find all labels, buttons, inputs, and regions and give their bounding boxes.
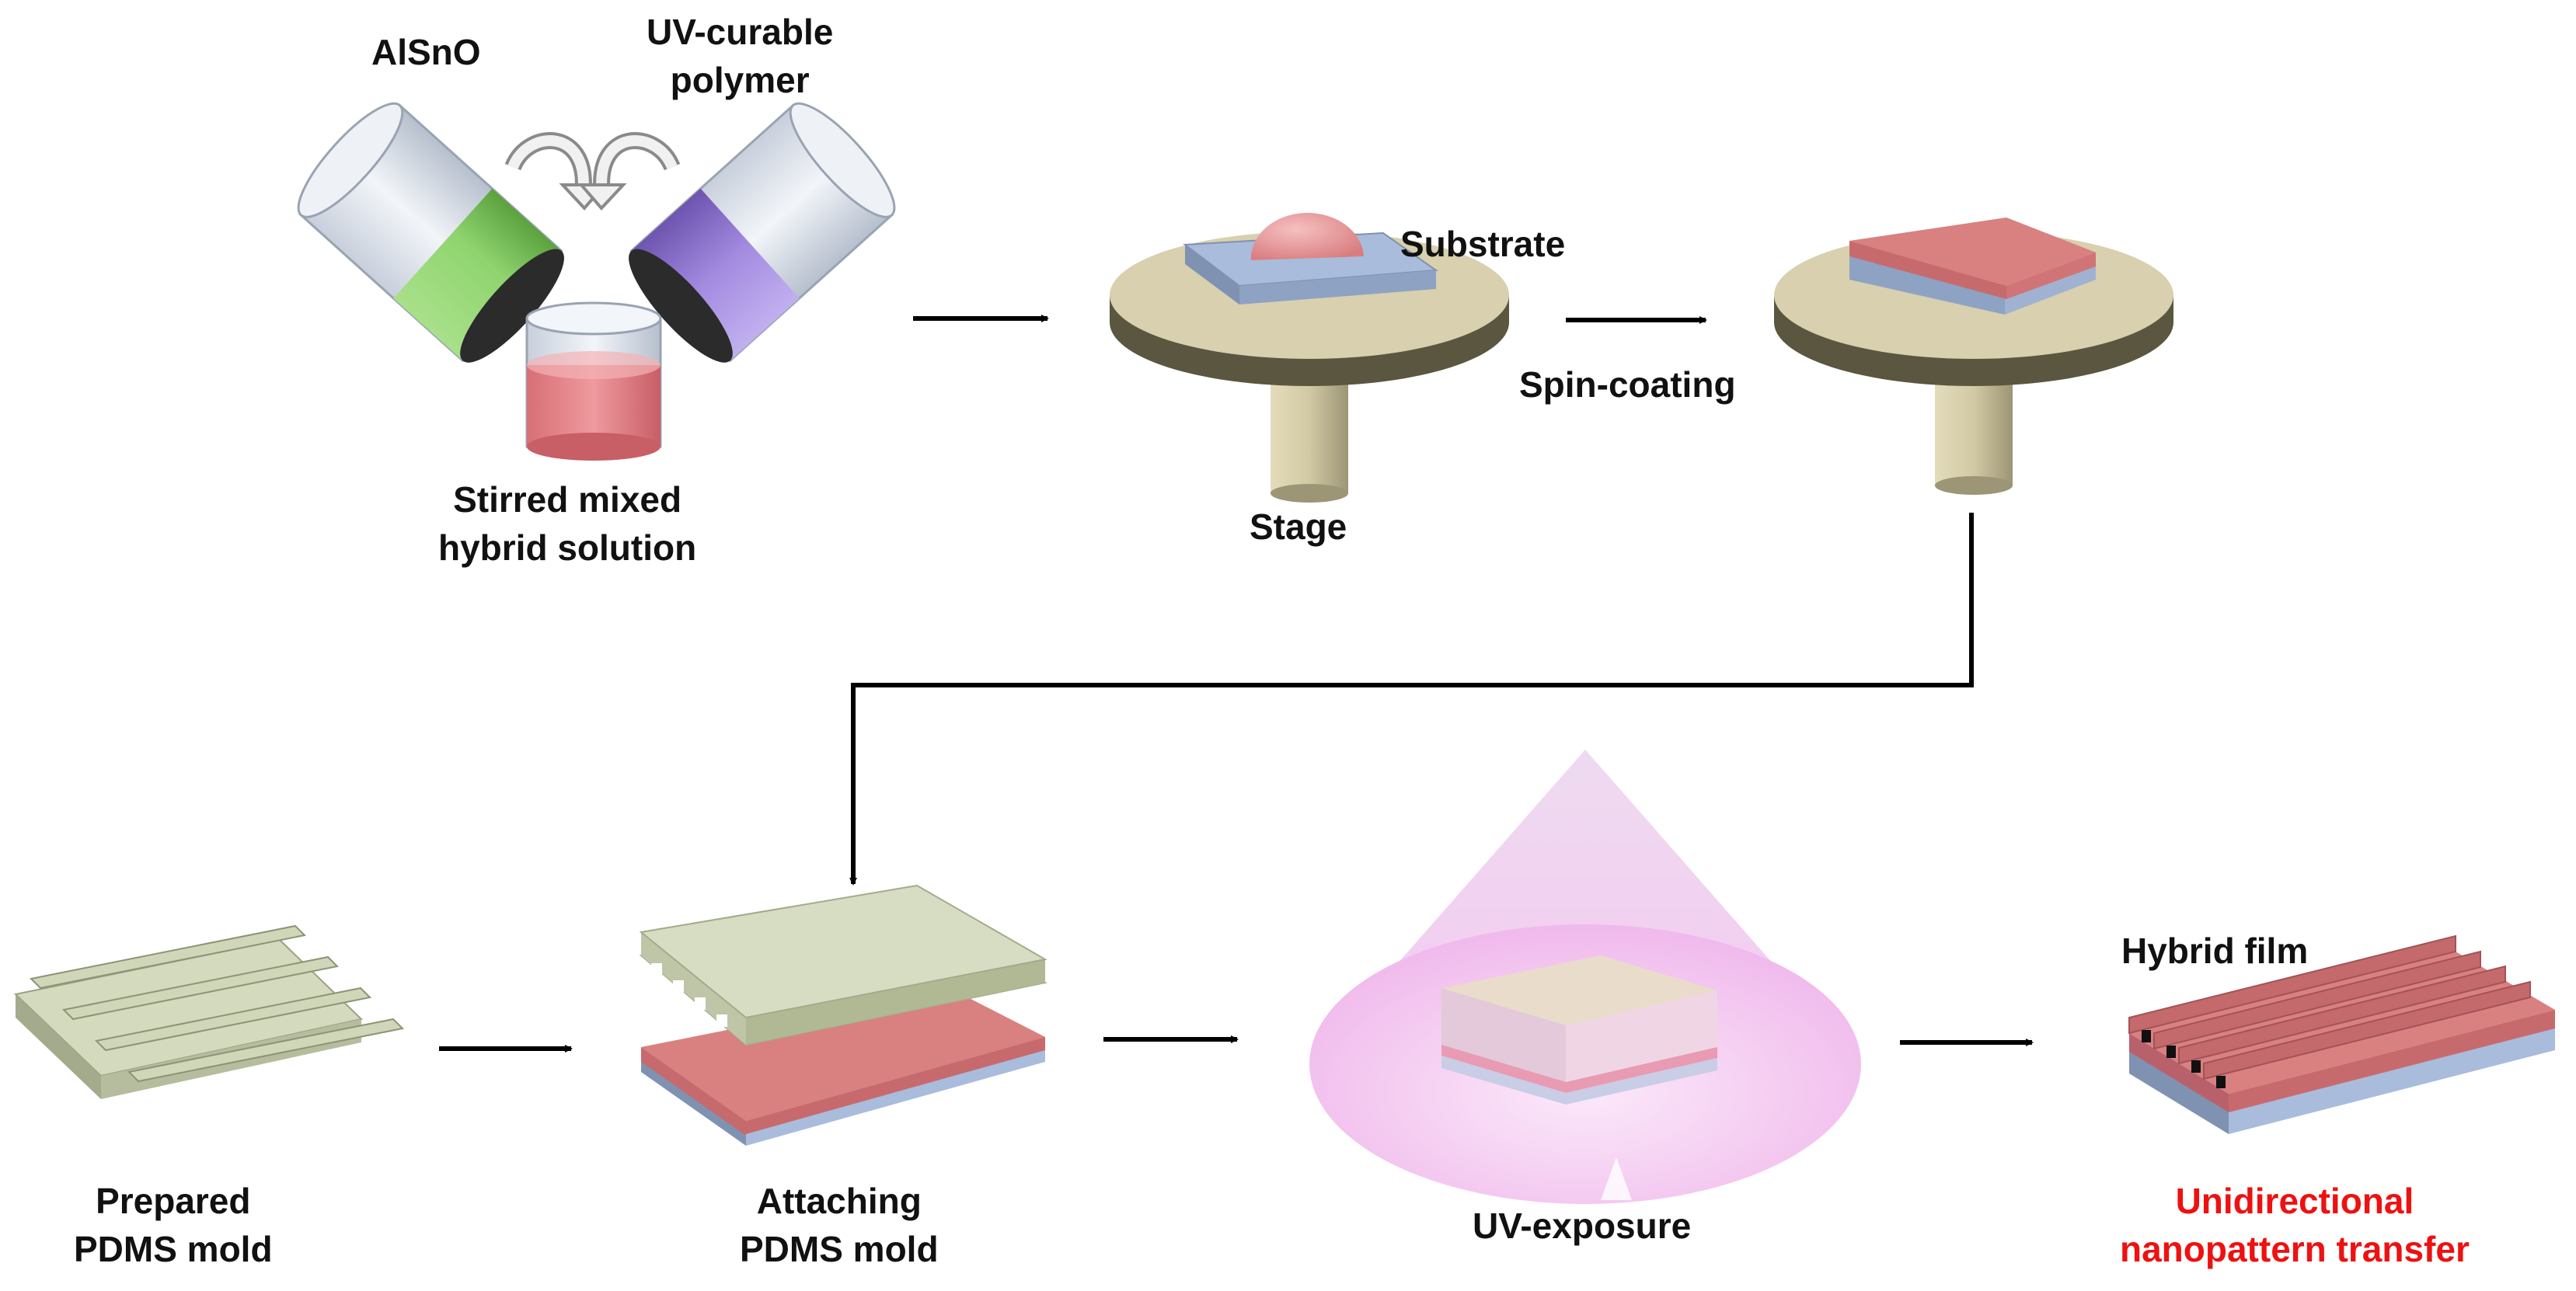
label-substrate: Substrate [1400, 224, 1566, 264]
label-prepared-line1: Prepared [96, 1181, 251, 1221]
alsno-beaker [297, 102, 564, 363]
pdms-mold [13, 924, 405, 1099]
label-uv-curable-polymer: UV-curable polymer [647, 8, 833, 104]
label-stirred-mixed-hybrid-solution: Stirred mixed hybrid solution [438, 475, 696, 572]
label-hybrid-film: Hybrid film [2121, 931, 2309, 971]
mixed-solution-beaker [525, 301, 662, 461]
label-attaching-line1: Attaching [756, 1181, 922, 1221]
label-unidirectional-nanopattern-transfer: Unidirectional nanopattern transfer [2120, 1177, 2470, 1273]
label-uv-curable-polymer-line1: UV-curable [647, 12, 834, 52]
label-attaching-line2: PDMS mold [740, 1229, 939, 1269]
polymer-beaker [629, 102, 896, 363]
hybrid-film [2128, 934, 2555, 1134]
label-prepared-line2: PDMS mold [74, 1229, 273, 1269]
label-stage: Stage [1250, 506, 1347, 547]
label-stirred-line1: Stirred mixed [453, 479, 682, 520]
attaching-assembly [639, 884, 1047, 1146]
label-spin-coating: Spin-coating [1519, 364, 1736, 405]
label-uv-curable-polymer-line2: polymer [670, 60, 810, 100]
uv-exposure-cone [1309, 750, 1861, 1204]
label-transfer-line1: Unidirectional [2175, 1181, 2414, 1221]
label-uv-exposure: UV-exposure [1473, 1206, 1692, 1246]
pour-arrow-right-icon [577, 132, 681, 211]
label-alsno: AlSnO [371, 32, 481, 72]
label-stirred-line2: hybrid solution [438, 527, 697, 568]
connector-arrow [849, 513, 1974, 886]
label-transfer-line2: nanopattern transfer [2120, 1229, 2470, 1269]
label-prepared-pdms-mold: Prepared PDMS mold [74, 1177, 273, 1273]
spin-stage-coated [1774, 217, 2173, 495]
spin-stage-with-drop [1110, 213, 1509, 503]
label-attaching-pdms-mold: Attaching PDMS mold [740, 1177, 939, 1273]
